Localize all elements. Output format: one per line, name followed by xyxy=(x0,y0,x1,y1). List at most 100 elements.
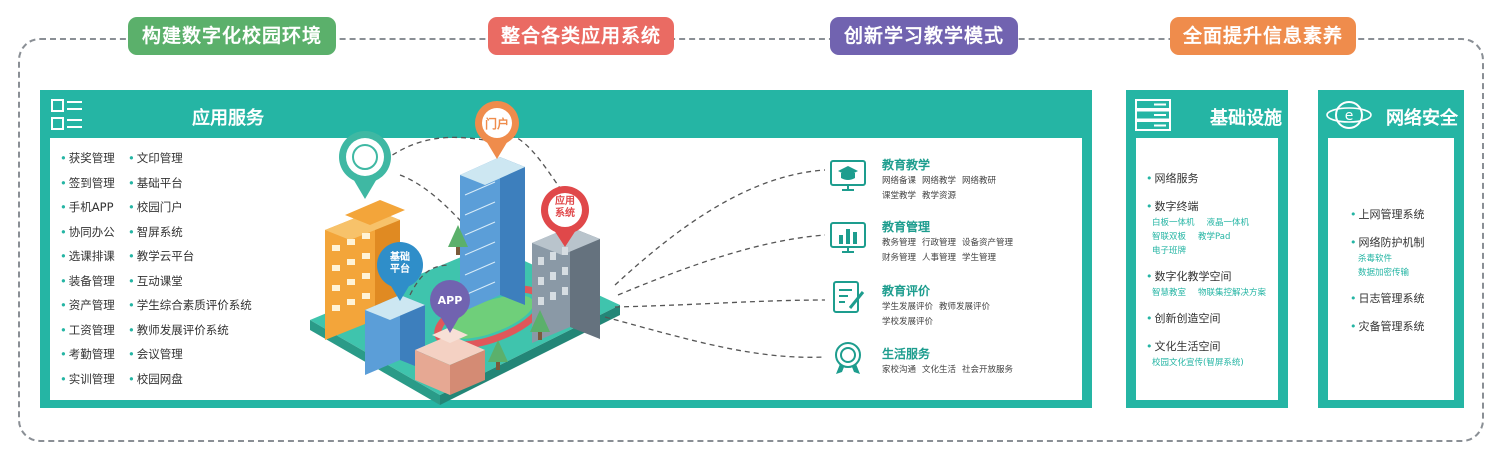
network-security-title: 网络安全 xyxy=(1386,108,1458,129)
graduation-cap-icon xyxy=(830,160,866,191)
list-item[interactable]: 基础平台 xyxy=(128,171,252,196)
infrastructure-list: 网络服务 数字终端 白板一体机 液晶一体机 智联双板 教学Pad 电子班牌 数字化教… xyxy=(1146,170,1278,370)
server-rack-icon xyxy=(1135,99,1171,131)
category-item[interactable]: 教学资源 xyxy=(922,191,957,201)
svg-text:e: e xyxy=(1345,108,1354,124)
sub-items: 校园文化宣传(智屏系统) xyxy=(1146,356,1278,370)
sub-item[interactable]: 智联双板 xyxy=(1152,232,1187,242)
sub-items: 数据加密传输 xyxy=(1350,266,1425,280)
category-title: 生活服务 xyxy=(882,347,931,361)
campus-illustration: 门户 APP xyxy=(310,101,826,405)
list-item[interactable]: 考勤管理 xyxy=(60,342,115,367)
category-item[interactable]: 网络教学 xyxy=(922,176,957,186)
list-item[interactable]: 智屏系统 xyxy=(128,220,252,245)
category-item[interactable]: 社会开放服务 xyxy=(962,365,1014,375)
network-security-body xyxy=(1328,138,1454,400)
list-item[interactable]: 工资管理 xyxy=(60,318,115,343)
list-item[interactable]: 手机APP xyxy=(60,195,115,220)
category-item[interactable]: 学生发展评价 xyxy=(882,302,934,312)
pill-digital-campus: 构建数字化校园环境 xyxy=(128,17,336,55)
sub-item[interactable]: 教学Pad xyxy=(1198,232,1231,242)
dashed-frame xyxy=(18,38,1484,442)
evaluation-pen-icon xyxy=(833,281,865,313)
list-item[interactable]: 教师发展评价系统 xyxy=(128,318,252,343)
list-item[interactable]: 互动课堂 xyxy=(128,269,252,294)
list-item[interactable]: 日志管理系统 xyxy=(1350,290,1425,306)
list-item[interactable]: 数字终端 xyxy=(1146,198,1278,214)
category-education-management: 教育管理 教务管理行政管理设备资产管理 财务管理人事管理学生管理 xyxy=(882,218,1019,266)
category-item[interactable]: 学生管理 xyxy=(962,253,997,263)
list-item[interactable]: 创新创造空间 xyxy=(1146,310,1278,326)
sub-item[interactable]: 液晶一体机 xyxy=(1206,218,1250,228)
category-education-evaluation: 教育评价 学生发展评价教师发展评价 学校发展评价 xyxy=(882,282,996,330)
category-item[interactable]: 网络备课 xyxy=(882,176,917,186)
pill-integrate-systems: 整合各类应用系统 xyxy=(488,17,674,55)
sub-item[interactable]: 电子班牌 xyxy=(1152,246,1187,256)
pin-app-system-label: 应用 系统 xyxy=(555,196,575,219)
category-title: 教育教学 xyxy=(882,158,931,172)
list-item[interactable]: 灾备管理系统 xyxy=(1350,318,1425,334)
list-item[interactable]: 文印管理 xyxy=(128,146,252,171)
list-item[interactable]: 校园网盘 xyxy=(128,367,252,392)
sub-item[interactable]: 物联集控解决方案 xyxy=(1198,288,1267,298)
pill-information-literacy: 全面提升信息素养 xyxy=(1170,17,1356,55)
sub-items: 电子班牌 xyxy=(1146,244,1278,258)
list-item[interactable]: 实训管理 xyxy=(60,367,115,392)
award-medal-icon xyxy=(835,342,861,374)
sub-item[interactable]: 杀毒软件 xyxy=(1358,254,1393,264)
category-life-services: 生活服务 家校沟通文化生活社会开放服务 xyxy=(882,345,1019,378)
sub-item[interactable]: 白板一体机 xyxy=(1152,218,1195,228)
category-items: 家校沟通文化生活社会开放服务 xyxy=(882,363,1019,378)
pin-base-platform xyxy=(377,242,423,301)
sub-item[interactable]: 校园文化宣传(智屏系统) xyxy=(1152,358,1244,368)
sub-item[interactable]: 智慧教室 xyxy=(1152,288,1187,298)
tree-icon xyxy=(448,225,550,370)
sub-item[interactable]: 数据加密传输 xyxy=(1358,268,1410,278)
category-item[interactable]: 行政管理 xyxy=(922,238,957,248)
pin-school-logo xyxy=(339,131,391,199)
list-item[interactable]: 学生综合素质评价系统 xyxy=(128,293,252,318)
list-item[interactable]: 获奖管理 xyxy=(60,146,115,171)
list-item[interactable]: 网络服务 xyxy=(1146,170,1278,186)
list-item[interactable]: 数字化教学空间 xyxy=(1146,268,1278,284)
category-item[interactable]: 学校发展评价 xyxy=(882,317,934,327)
pin-app-label: APP xyxy=(438,294,463,307)
list-item[interactable]: 会议管理 xyxy=(128,342,252,367)
category-item[interactable]: 网络教研 xyxy=(962,176,997,186)
category-title: 教育管理 xyxy=(882,220,931,234)
category-item[interactable]: 文化生活 xyxy=(922,365,957,375)
list-item[interactable]: 装备管理 xyxy=(60,269,115,294)
category-item[interactable]: 教师发展评价 xyxy=(939,302,991,312)
category-item[interactable]: 财务管理 xyxy=(882,253,917,263)
list-item[interactable]: 教学云平台 xyxy=(128,244,252,269)
category-item[interactable]: 家校沟通 xyxy=(882,365,917,375)
list-item[interactable]: 上网管理系统 xyxy=(1350,206,1425,222)
pin-portal-label: 门户 xyxy=(485,116,509,131)
app-grid-icon xyxy=(51,99,82,130)
service-list-left: 获奖管理 签到管理 手机APP 协同办公 选课排课 装备管理 资产管理 工资管理… xyxy=(60,146,115,391)
category-item[interactable]: 设备资产管理 xyxy=(962,238,1014,248)
sub-items: 杀毒软件 xyxy=(1350,252,1425,266)
sub-items: 白板一体机 液晶一体机 xyxy=(1146,216,1278,230)
list-item[interactable]: 文化生活空间 xyxy=(1146,338,1278,354)
list-item[interactable]: 资产管理 xyxy=(60,293,115,318)
pin-app-system xyxy=(541,186,589,247)
category-items: 学生发展评价教师发展评价 学校发展评价 xyxy=(882,300,996,330)
category-item[interactable]: 人事管理 xyxy=(922,253,957,263)
list-item[interactable]: 协同办公 xyxy=(60,220,115,245)
list-item[interactable]: 选课排课 xyxy=(60,244,115,269)
list-item[interactable]: 校园门户 xyxy=(128,195,252,220)
bar-chart-icon xyxy=(830,222,866,253)
pill-innovative-teaching: 创新学习教学模式 xyxy=(830,17,1018,55)
sub-items: 智慧教室 物联集控解决方案 xyxy=(1146,286,1278,300)
category-item[interactable]: 教务管理 xyxy=(882,238,917,248)
sub-items: 智联双板 教学Pad xyxy=(1146,230,1278,244)
list-item[interactable]: 网络防护机制 xyxy=(1350,234,1425,250)
network-security-panel: e 网络安全 xyxy=(1318,90,1464,408)
list-item[interactable]: 签到管理 xyxy=(60,171,115,196)
category-items: 网络备课网络教学网络教研 课堂教学教学资源 xyxy=(882,174,1002,204)
category-title: 教育评价 xyxy=(882,284,931,298)
category-item[interactable]: 课堂教学 xyxy=(882,191,917,201)
app-services-title: 应用服务 xyxy=(192,108,264,129)
network-security-list: 上网管理系统 网络防护机制 杀毒软件 数据加密传输 日志管理系统 灾备管理系统 xyxy=(1350,206,1425,334)
